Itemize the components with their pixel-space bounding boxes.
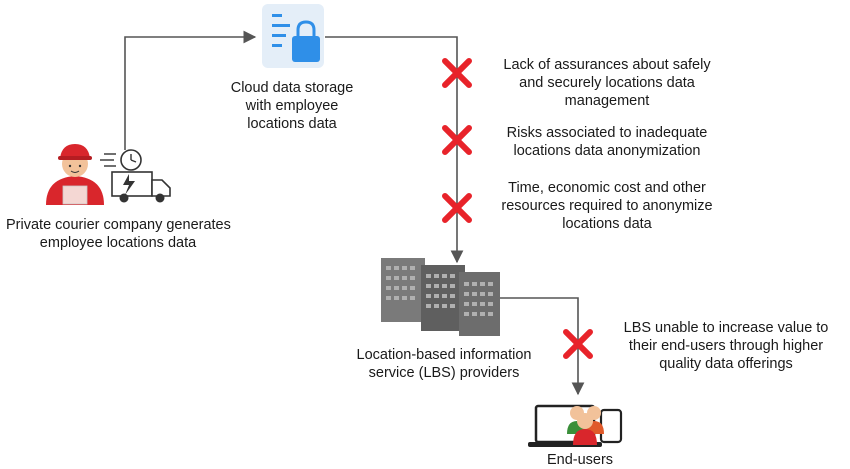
issue-line: locations data [562,216,652,232]
document-lock-icon [262,4,324,68]
issue-line: Time, economic cost and other [508,180,706,196]
issue-text: Time, economic cost and other resources … [482,179,732,233]
cross-icon [442,193,472,223]
lbs-label-line2: service (LBS) providers [368,365,520,381]
courier-label: Private courier company generates employ… [6,216,231,252]
cross-icon [563,329,593,359]
cloud-label-line3: locations data [247,116,337,132]
cloud-label-line2: with employee [245,98,339,114]
lbs-label: Location-based information service (LBS)… [344,346,544,382]
arrow-lbs-to-endusers [500,297,585,396]
cloud-label: Cloud data storage with employee locatio… [222,79,362,133]
endusers-label-line1: End-users [546,452,614,468]
issue-line: quality data offerings [659,356,793,372]
issue-line: management [564,93,650,109]
courier-label-line1: Private courier company generates [6,217,231,233]
issue-text: LBS unable to increase value to their en… [608,319,844,373]
issue-line: their end-users through higher [628,338,824,354]
arrow-cloud-to-lbs [325,36,464,264]
endusers-label: End-users [540,451,620,469]
cloud-label-line1: Cloud data storage [230,80,354,96]
users-devices-icon [528,404,623,447]
issue-line: locations data anonymization [513,143,701,159]
office-buildings-icon [381,258,500,336]
cross-icon [442,125,472,155]
issue-line: LBS unable to increase value to [623,320,829,336]
courier-person-icon [46,144,104,205]
issue-line: resources required to anonymize [501,198,713,214]
courier-label-line2: employee locations data [39,235,197,251]
cross-icon [442,58,472,88]
issue-line: Lack of assurances about safely [503,57,711,73]
arrow-courier-to-cloud [124,30,257,150]
delivery-truck-icon [100,149,171,203]
issue-line: Risks associated to inadequate [506,125,708,141]
issue-text: Risks associated to inadequate locations… [482,124,732,160]
issue-text: Lack of assurances about safely and secu… [482,56,732,110]
issue-line: and securely locations data [519,75,695,91]
lbs-label-line1: Location-based information [356,347,532,363]
